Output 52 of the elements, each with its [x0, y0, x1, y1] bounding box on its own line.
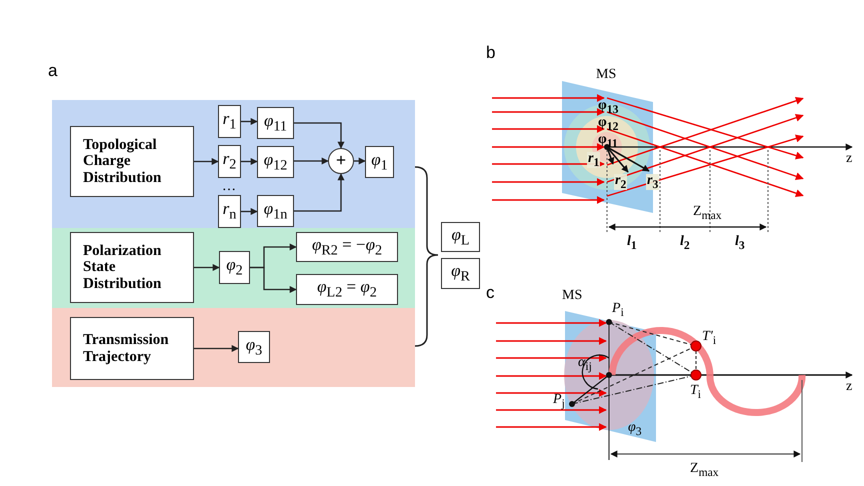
arrow — [194, 158, 219, 165]
ellipsis: … — [222, 180, 236, 194]
arrow — [294, 173, 344, 212]
process-box: Topological Charge Distribution — [70, 126, 194, 197]
variable-box: φ$_{L}$ — [441, 222, 480, 252]
axis-label: z — [846, 152, 852, 166]
arrow — [241, 158, 258, 165]
process-box: Polarization State Distribution — [70, 232, 194, 303]
component-label: MS — [562, 289, 582, 303]
point-label: T′$_{i}$ — [702, 330, 716, 346]
phase-label: φ$_{13}$ — [598, 99, 618, 116]
variable-box: φ$_{3}$ — [238, 331, 270, 363]
axis-label: z — [846, 380, 852, 394]
variable-box: φ$_{L2}$ = φ$_{2}$ — [296, 274, 398, 305]
variable-box: φ$_{2}$ — [219, 251, 250, 284]
segment-label: l$_{3}$ — [735, 235, 745, 252]
radius-label: r$_{2}$ — [614, 174, 628, 190]
arrow — [250, 266, 297, 293]
radius-label: r$_{3}$ — [646, 174, 660, 190]
panel-letter: a — [48, 62, 58, 79]
arrow — [294, 122, 344, 149]
arrow — [194, 264, 220, 271]
variable-box: φ$_{R}$ — [441, 258, 480, 289]
arrow — [241, 118, 258, 125]
component-label: MS — [596, 68, 616, 82]
arrow — [294, 158, 329, 164]
phase-label: φ$_{3}$ — [628, 421, 642, 438]
phase-label: φ$_{11}$ — [598, 133, 618, 150]
point-label: P$_{i}$ — [612, 302, 624, 318]
variable-box: r$_{n}$ — [218, 195, 241, 228]
segment-label: l$_{2}$ — [680, 235, 690, 252]
radius-label: r$_{1}$ — [587, 152, 600, 168]
segment-label: l$_{1}$ — [627, 235, 637, 252]
point-label: P$_{j}$ — [553, 393, 565, 410]
phase-label: φ$_{12}$ — [598, 116, 618, 132]
arrow — [194, 345, 239, 352]
variable-box: φ$_{12}$ — [257, 146, 294, 178]
variable-box: r$_{1}$ — [218, 105, 241, 138]
variable-box: r$_{2}$ — [218, 145, 241, 178]
process-box: Transmission Trajectory — [70, 317, 194, 380]
dimension-label: Z$_{max}$ — [693, 205, 722, 222]
panel-letter: c — [486, 284, 494, 301]
arrow — [354, 158, 366, 164]
angle-label: α$_{ij}$ — [578, 356, 592, 372]
panel-letter: b — [486, 44, 496, 61]
variable-box: φ$_{11}$ — [257, 107, 294, 139]
point-label: T$_{i}$ — [690, 384, 702, 400]
arrow — [241, 208, 258, 215]
variable-box: φ$_{1n}$ — [257, 195, 294, 227]
variable-box: φ$_{R2}$ = −φ$_{2}$ — [296, 232, 398, 262]
dimension-label: Z$_{max}$ — [690, 462, 719, 478]
variable-box: φ$_{1}$ — [365, 146, 394, 178]
